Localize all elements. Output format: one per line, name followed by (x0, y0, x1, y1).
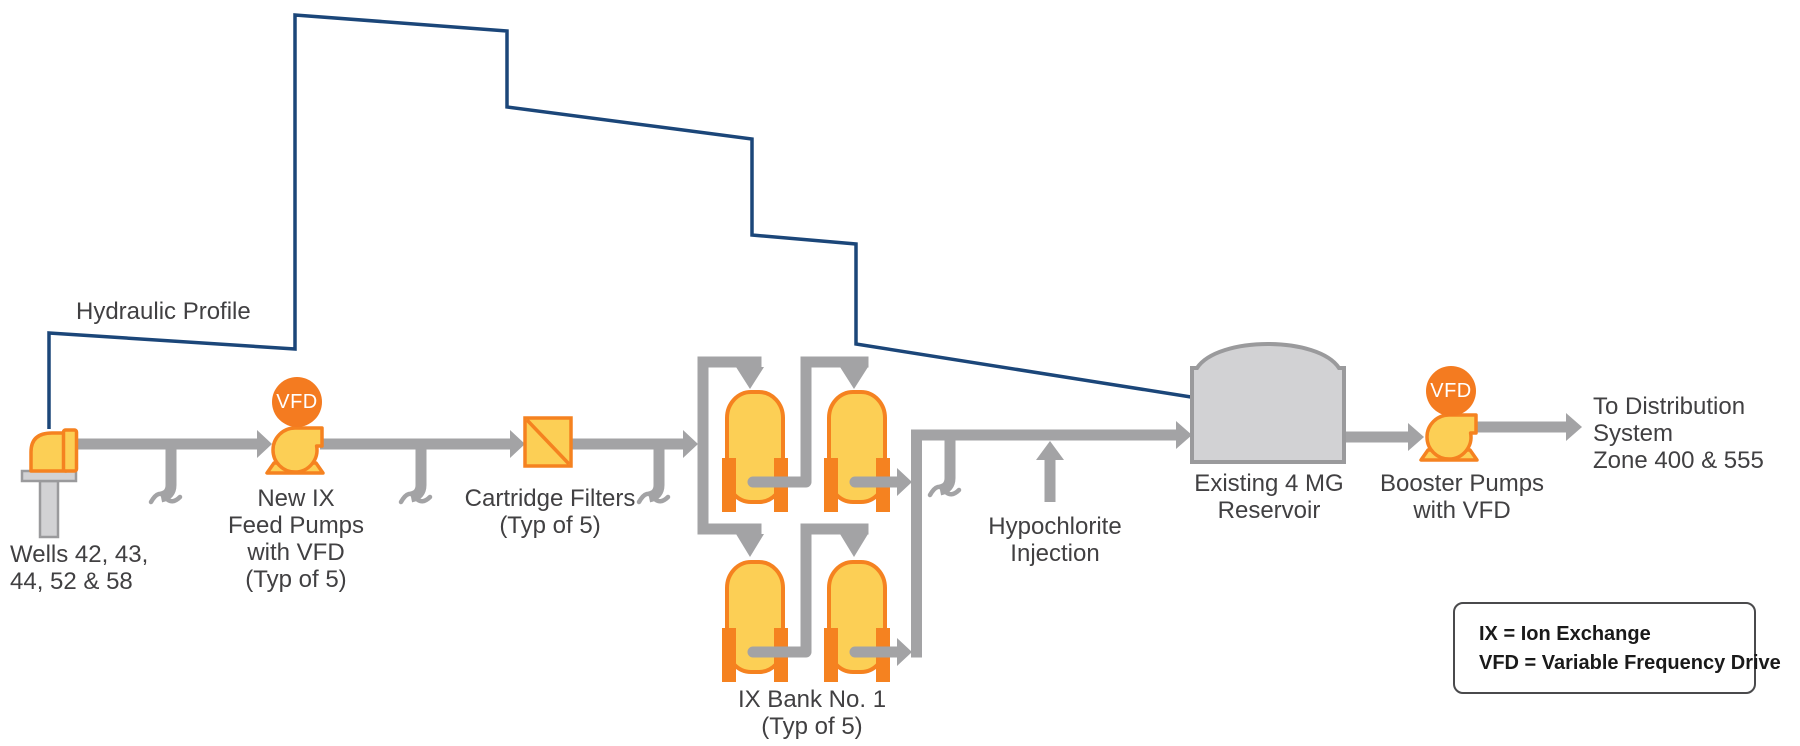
arrow-down-vessel-4 (840, 534, 868, 557)
well-casing (38, 479, 60, 539)
branch-break-1 (151, 447, 180, 502)
hydraulic-profile-label: Hydraulic Profile (76, 298, 251, 325)
pipe-booster-to-distribution (1473, 421, 1567, 433)
ix-vessel-1 (720, 390, 790, 514)
branch-break-4 (930, 440, 959, 495)
pipe-ix-to-reservoir (916, 429, 1177, 441)
reservoir-tank (1190, 342, 1346, 464)
booster-pump-symbol (1419, 413, 1479, 462)
hypochlorite-label: Hypochlorite Injection (988, 513, 1122, 567)
hydraulic-profile-line (47, 13, 1192, 429)
arrow-to-distribution (1566, 413, 1582, 441)
ix-vessel-4 (822, 560, 892, 684)
cartridge-filter-symbol (523, 416, 573, 468)
distribution-label: To Distribution System Zone 400 & 555 (1593, 393, 1764, 474)
process-piping (77, 356, 1567, 658)
legend-line-ix: IX = Ion Exchange (1479, 623, 1651, 645)
booster-pumps-label: Booster Pumps with VFD (1379, 470, 1545, 524)
ix-bottom-header-1 (697, 523, 762, 535)
feed-pump-vfd-label: VFD (276, 390, 318, 413)
arrow-into-booster (1408, 423, 1424, 451)
legend-box: IX = Ion Exchange VFD = Variable Frequen… (1453, 602, 1781, 694)
arrow-into-feed-pump (257, 430, 272, 458)
booster-pump-vfd-label: VFD (1430, 379, 1472, 402)
legend-line-vfd: VFD = Variable Frequency Drive (1479, 652, 1781, 674)
flow-arrows (257, 367, 1582, 666)
ix-bottom-header-2 (800, 523, 869, 535)
booster-pump-vfd-badge: VFD (1426, 366, 1476, 416)
ix-vessel-2 (822, 390, 892, 514)
arrow-down-vessel-2 (840, 367, 868, 389)
wells-label: Wells 42, 43, 44, 52 & 58 (10, 541, 149, 595)
arrow-down-vessel-1 (736, 367, 764, 389)
well-elbow (29, 431, 68, 473)
arrow-into-filter (510, 430, 525, 458)
ix-riser-2-bottom (800, 523, 812, 653)
arrow-into-reservoir (1176, 421, 1192, 449)
reservoir-label: Existing 4 MG Reservoir (1194, 470, 1344, 524)
arrow-vessel-4-out (897, 638, 912, 666)
hypochlorite-stem (1044, 459, 1056, 502)
branch-break-2 (401, 447, 430, 502)
ix-top-header-1 (697, 356, 762, 368)
well-flange (61, 428, 79, 473)
feed-pump-vfd-badge: VFD (272, 377, 322, 427)
ix-bank-label: IX Bank No. 1 (Typ of 5) (737, 686, 887, 740)
pipe-wells-to-feed-pump (77, 438, 258, 450)
pipe-filter-to-ix-bank (570, 438, 684, 450)
ix-collector-pipe (911, 429, 922, 658)
wellhead-symbol (20, 428, 79, 539)
cartridge-filters-label: Cartridge Filters (Typ of 5) (464, 485, 636, 539)
branch-break-3 (639, 447, 668, 502)
arrow-hypochlorite-up (1036, 441, 1064, 460)
arrow-vessel-2-out (897, 468, 912, 496)
feed-pumps-label: New IX Feed Pumps with VFD (Typ of 5) (227, 485, 365, 593)
ix-vessel-3 (720, 560, 790, 684)
ix-riser-2-top (800, 356, 812, 483)
vessel-outlet-pipes (747, 476, 903, 658)
arrow-down-vessel-3 (736, 534, 764, 557)
pipe-feed-pump-to-filter (320, 438, 511, 450)
ix-top-header-2 (800, 356, 869, 368)
ix-inlet-riser (697, 356, 709, 535)
pipe-reservoir-to-booster (1344, 431, 1409, 443)
arrow-into-ix-manifold (683, 430, 698, 458)
feed-pump-symbol (265, 426, 325, 475)
